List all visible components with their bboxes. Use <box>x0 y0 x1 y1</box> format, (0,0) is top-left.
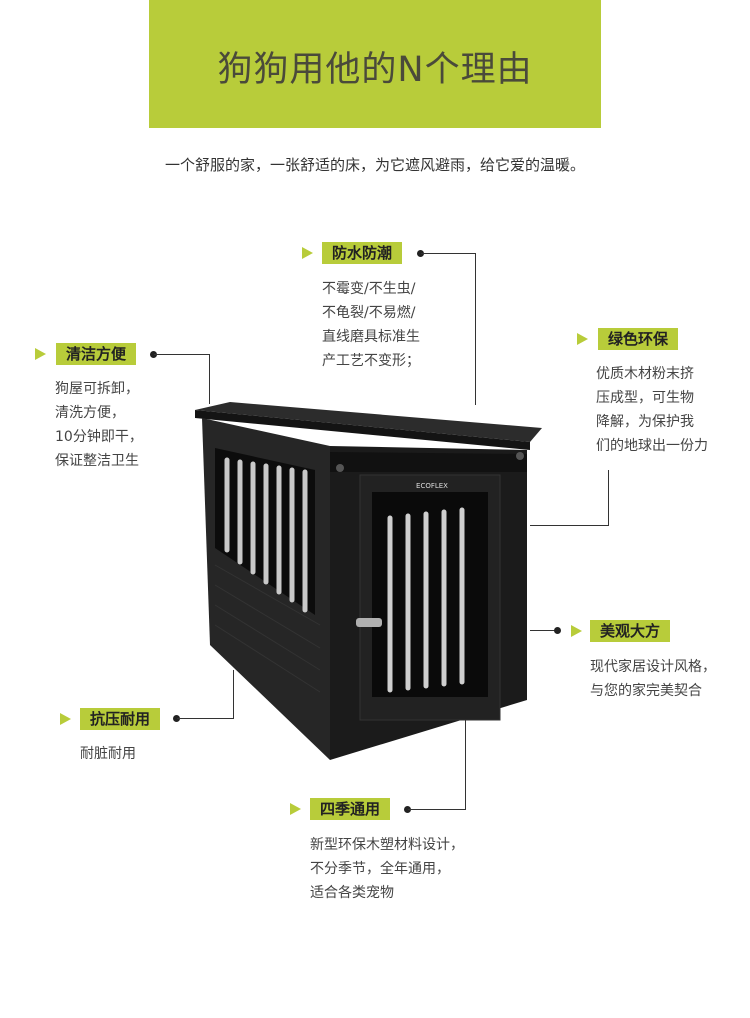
feature-desc-seasons: 新型环保木塑材料设计， 不分季节，全年通用， 适合各类宠物 <box>310 837 464 901</box>
feature-label-seasons: 四季通用 <box>310 798 391 820</box>
tag-arrow-icon <box>302 247 313 259</box>
tag-arrow-icon <box>571 625 582 637</box>
feature-label-clean: 清洁方便 <box>56 343 137 365</box>
tag-arrow-icon <box>60 713 71 725</box>
connector-dot <box>404 806 411 813</box>
brand-label: ECOFLEX <box>416 482 448 490</box>
feature-desc-waterproof: 不霉变/不生虫/ 不龟裂/不易燃/ 直线磨具标准生 产工艺不变形； <box>322 281 420 369</box>
tag-arrow-icon <box>35 348 46 360</box>
connector-dot <box>150 351 157 358</box>
connector-line <box>475 253 476 405</box>
connector-dot <box>554 627 561 634</box>
connector-line <box>177 718 233 719</box>
dog-crate-image: ECOFLEX <box>195 402 542 760</box>
connector-line <box>421 253 475 254</box>
feature-label-beauty: 美观大方 <box>590 620 671 642</box>
connector-line <box>530 630 557 631</box>
feature-label-waterproof: 防水防潮 <box>322 242 403 264</box>
connector-line <box>465 720 466 810</box>
feature-desc-beauty: 现代家居设计风格， 与您的家完美契合 <box>590 659 716 699</box>
connector-line <box>209 354 210 404</box>
connector-dot <box>173 715 180 722</box>
page-title: 狗狗用他的N个理由 <box>217 49 533 90</box>
feature-label-pressure: 抗压耐用 <box>80 708 161 730</box>
title-banner: 狗狗用他的N个理由 <box>149 0 601 128</box>
connector-line <box>233 670 234 719</box>
connector-line <box>408 809 465 810</box>
tag-arrow-icon <box>577 333 588 345</box>
feature-desc-clean: 狗屋可拆卸， 清洗方便， 10分钟即干， 保证整洁卫生 <box>55 381 143 469</box>
connector-dot <box>417 250 424 257</box>
subtitle: 一个舒服的家，一张舒适的床，为它遮风避雨，给它爱的温暖。 <box>164 156 585 174</box>
connector-line <box>154 354 210 355</box>
connector-line <box>608 470 609 526</box>
feature-label-eco: 绿色环保 <box>598 328 679 350</box>
feature-desc-pressure: 耐脏耐用 <box>80 746 136 762</box>
tag-arrow-icon <box>290 803 301 815</box>
feature-desc-eco: 优质木材粉末挤 压成型，可生物 降解，为保护我 们的地球出一份力 <box>596 366 708 454</box>
connector-line <box>530 525 609 526</box>
